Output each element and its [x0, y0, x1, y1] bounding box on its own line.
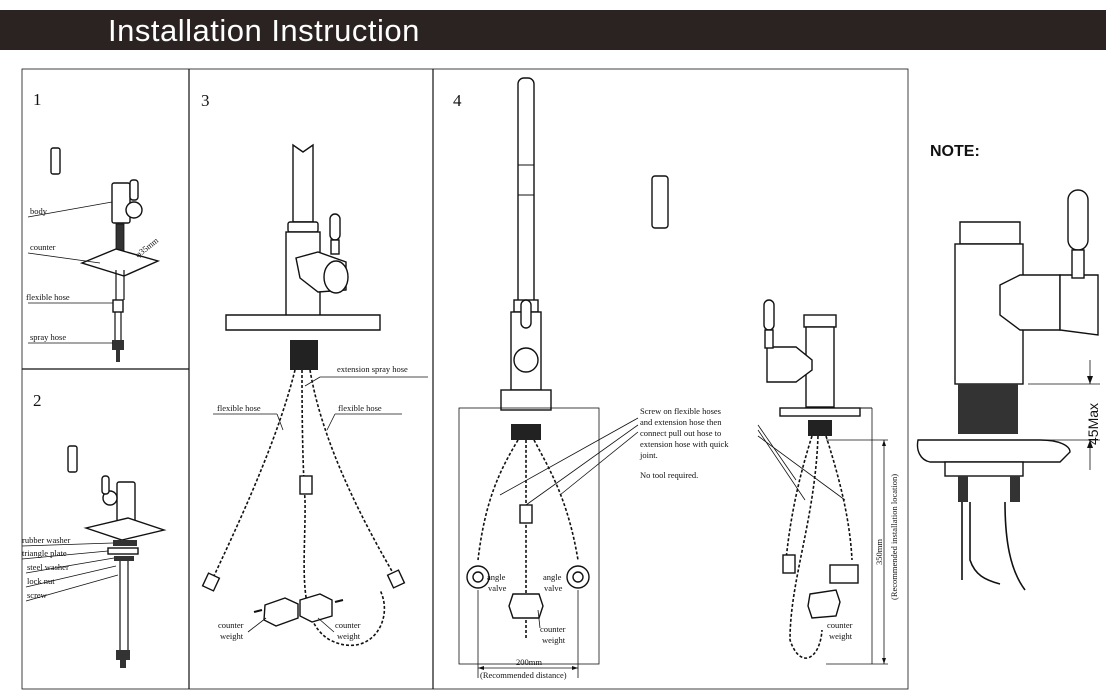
label-counter-weight-left-line-2: weight: [220, 631, 244, 641]
label-angle-valve-right-line-2: valve: [544, 583, 563, 593]
label-flexible-hose-right: flexible hose: [338, 403, 382, 413]
instruction-text-block: Screw on flexible hoses and extension ho…: [639, 406, 729, 480]
label-dim-200-note: (Recommended distance): [480, 670, 567, 680]
label-counter-weight-right-line-1: counter: [335, 620, 361, 630]
leader-triangle-plate: [21, 550, 109, 560]
panel-3-faucet-drawing: [201, 143, 406, 647]
label-flexible-hose-left: flexible hose: [217, 403, 261, 413]
label-counter: counter: [30, 242, 56, 252]
step-3-number: 3: [201, 91, 210, 110]
label-angle-valve-left-line-1: angle: [487, 572, 506, 582]
note-title: NOTE:: [930, 143, 980, 160]
label-triangle-plate: triangle plate: [22, 548, 67, 558]
label-dim-350-note: (Recommended installation location): [889, 474, 899, 600]
leader-counter: [27, 252, 101, 264]
label-screw: screw: [27, 590, 48, 600]
panel-2: 2 rubber washer triangle plate steel was…: [21, 374, 167, 668]
header-banner: Installation Instruction: [0, 10, 1106, 50]
label-rubber-washer: rubber washer: [22, 535, 71, 545]
step-4-number: 4: [453, 91, 462, 110]
dimension-200mm: 200mm (Recommended distance): [477, 590, 579, 680]
instruction-line-4: extension hose with quick: [640, 439, 729, 449]
page-title: Installation Instruction: [108, 13, 420, 48]
label-counter-weight-center-line-1: counter: [540, 624, 566, 634]
note-section: NOTE: 45Max: [916, 143, 1101, 591]
panel-3: 3 extension spray hose flexib: [201, 91, 428, 647]
label-lock-nut: lock nut: [27, 576, 55, 586]
leader-screw: [25, 574, 119, 602]
panel-frames: [21, 68, 909, 690]
dimension-350mm: 350mm (Recommended installation location…: [826, 439, 899, 665]
panel-4-side-faucet-drawing: [651, 82, 873, 664]
panel-1: 1 body counter φ35mm flexible hose spray…: [26, 86, 161, 362]
label-dim-200: 200mm: [516, 657, 542, 667]
step-2-number: 2: [33, 391, 42, 410]
leader-rubber-washer: [21, 542, 114, 547]
leader-body: [27, 201, 113, 218]
panel-2-faucet-drawing: [67, 374, 167, 668]
step-1-number: 1: [33, 90, 42, 109]
panel-4-front-faucet-drawing: [458, 77, 600, 665]
label-angle-valve-left-line-2: valve: [488, 583, 507, 593]
label-counter-weight-side-line-2: weight: [829, 631, 853, 641]
label-45max: 45Max: [1085, 403, 1101, 445]
instruction-line-3: connect pull out hose to: [640, 428, 721, 438]
label-counter-weight-center-line-2: weight: [542, 635, 566, 645]
instruction-line-2: and extension hose then: [640, 417, 722, 427]
panel-4: 4: [453, 77, 899, 680]
label-counter-weight-side-line-1: counter: [827, 620, 853, 630]
note-faucet-detail-drawing: [916, 189, 1099, 591]
leader-steel-washer: [25, 557, 115, 574]
label-counter-weight-right-line-2: weight: [337, 631, 361, 641]
leader-lock-nut: [25, 565, 117, 588]
label-angle-valve-right-line-1: angle: [543, 572, 562, 582]
label-steel-washer: steel washer: [27, 562, 69, 572]
instruction-line-1: Screw on flexible hoses: [640, 406, 721, 416]
panel-1-faucet-drawing: [50, 86, 161, 362]
dimension-45max: 45Max: [1028, 360, 1101, 470]
label-extension-spray-hose: extension spray hose: [337, 364, 408, 374]
label-counter-weight-left-line-1: counter: [218, 620, 244, 630]
label-body: body: [30, 206, 48, 216]
label-dim-350: 350mm: [874, 539, 884, 565]
label-flexible-hose: flexible hose: [26, 292, 70, 302]
instruction-leader-lines: [499, 417, 846, 506]
no-tool-note: No tool required.: [640, 470, 698, 480]
label-hole-diameter: φ35mm: [133, 235, 160, 260]
instruction-line-5: joint.: [639, 450, 658, 460]
label-spray-hose: spray hose: [30, 332, 66, 342]
